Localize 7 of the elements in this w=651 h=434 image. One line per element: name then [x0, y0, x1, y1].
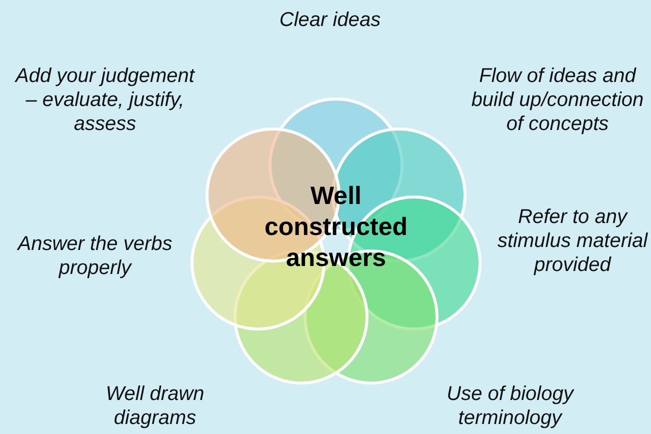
caption-text: Add your judgement – evaluate, justify, assess: [14, 64, 196, 136]
caption-text: Clear ideas: [278, 8, 382, 32]
caption-text: Flow of ideas and build up/connection of concepts: [470, 64, 645, 136]
caption-text: Answer the verbs properly: [16, 232, 174, 280]
caption-text: Use of biology terminology: [446, 382, 576, 430]
caption-text: Refer to any stimulus material provided: [496, 205, 649, 277]
caption-text: Well drawn diagrams: [104, 382, 206, 430]
